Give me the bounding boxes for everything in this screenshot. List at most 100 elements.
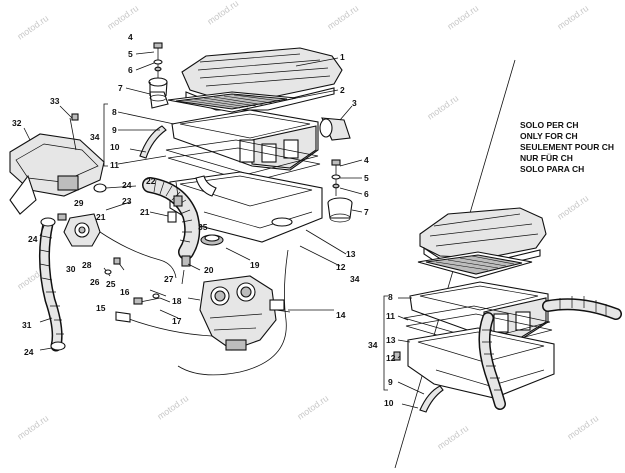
callout-label: 34 bbox=[90, 132, 100, 142]
callout-label: 17 bbox=[172, 316, 182, 326]
callout-label: 27 bbox=[164, 274, 174, 284]
watermark-text: motod.ru bbox=[435, 423, 470, 452]
callout-label: 5 bbox=[364, 173, 369, 183]
breather-tube bbox=[139, 125, 167, 159]
callout-label: 6 bbox=[128, 65, 133, 75]
note-line: SOLO PER CH bbox=[520, 120, 579, 130]
callout-label: 24 bbox=[24, 347, 34, 357]
bolt-top bbox=[153, 42, 163, 78]
callout-label: 18 bbox=[172, 296, 182, 306]
callout-label: 14 bbox=[336, 310, 346, 320]
callout-label: 15 bbox=[96, 303, 106, 313]
screw bbox=[129, 148, 147, 153]
callout-label: 25 bbox=[106, 279, 116, 289]
note-line: SEULEMENT POUR CH bbox=[520, 142, 614, 152]
ch-group-bracket bbox=[383, 295, 388, 391]
callout-label: 4 bbox=[364, 155, 369, 165]
callout-label: 20 bbox=[204, 265, 214, 275]
ch-air-filter bbox=[417, 251, 533, 279]
callout-label: 33 bbox=[50, 96, 60, 106]
air-filter bbox=[167, 91, 297, 113]
callout-label: 34 bbox=[350, 274, 360, 284]
callout-label: 34 bbox=[368, 340, 378, 350]
callout-label: 11 bbox=[386, 311, 395, 321]
callout-label: 26 bbox=[90, 277, 100, 287]
callout-label: 24 bbox=[28, 234, 38, 244]
watermark-text: motod.ru bbox=[205, 0, 240, 27]
callout-label: 12 bbox=[336, 262, 346, 272]
callout-label: 4 bbox=[128, 32, 133, 42]
callout-label: 30 bbox=[66, 264, 76, 274]
watermark-text: motod.ru bbox=[15, 13, 50, 42]
battery-bracket bbox=[9, 133, 105, 215]
callout-labels: 1 2 3 4 5 6 7 4 5 6 7 8 9 34 10 11 33 32… bbox=[12, 32, 396, 408]
bolt-set bbox=[133, 289, 167, 305]
callout-label: 24 bbox=[122, 180, 132, 190]
watermark-text: motod.ru bbox=[295, 393, 330, 422]
note-line: NUR FÜR CH bbox=[520, 153, 573, 163]
callout-label: 2 bbox=[340, 85, 345, 95]
callout-label: 7 bbox=[364, 207, 369, 217]
callout-label: 9 bbox=[112, 125, 117, 135]
callout-label: 32 bbox=[12, 118, 22, 128]
watermark-text: motod.ru bbox=[15, 413, 50, 442]
watermark-text: motod.ru bbox=[555, 3, 590, 32]
intake-sleeve-left bbox=[148, 77, 169, 109]
elbow-tube bbox=[195, 175, 217, 197]
nut bbox=[181, 255, 191, 267]
intake-horn bbox=[319, 117, 351, 141]
callout-label: 28 bbox=[82, 260, 92, 270]
callout-label: 9 bbox=[388, 377, 393, 387]
plug bbox=[167, 211, 177, 223]
callout-label: 19 bbox=[250, 260, 260, 270]
note-line: SOLO PARA CH bbox=[520, 164, 584, 174]
intake-sleeve-right bbox=[327, 159, 353, 223]
screw-33 bbox=[69, 117, 77, 151]
ch-leader-lines bbox=[397, 297, 425, 395]
watermark-text: motod.ru bbox=[155, 393, 190, 422]
callout-label: 11 bbox=[110, 160, 119, 170]
watermark-text: motod.ru bbox=[325, 3, 360, 32]
hose-clamp bbox=[40, 217, 56, 227]
callout-label: 13 bbox=[386, 335, 396, 345]
callout-label: 31 bbox=[22, 320, 32, 330]
watermark-text: motod.ru bbox=[555, 193, 590, 222]
callout-label: 10 bbox=[384, 398, 394, 408]
ch-upper-airbox bbox=[409, 281, 549, 341]
callout-label: 23 bbox=[122, 196, 132, 206]
fitting bbox=[173, 195, 183, 207]
callout-label: 35 bbox=[198, 222, 208, 232]
bolt-pair bbox=[103, 257, 125, 277]
group-bracket bbox=[103, 103, 108, 167]
ch-only-note: SOLO PER CH ONLY FOR CH SEULEMENT POUR C… bbox=[520, 120, 614, 174]
watermark-text: motod.ru bbox=[105, 3, 140, 32]
leader-lines bbox=[23, 51, 363, 351]
callout-label: 6 bbox=[364, 189, 369, 199]
callout-label: 16 bbox=[120, 287, 130, 297]
callout-label: 3 bbox=[352, 98, 357, 108]
callout-label: 12 bbox=[386, 353, 396, 363]
carburetor-assembly bbox=[187, 275, 291, 351]
gasket-upper bbox=[165, 139, 319, 175]
hose-clamp bbox=[50, 341, 66, 351]
callout-label: 7 bbox=[118, 83, 123, 93]
hose-clamp bbox=[93, 183, 107, 193]
vacuum-pump bbox=[57, 213, 101, 247]
callout-label: 8 bbox=[388, 292, 393, 302]
callout-label: 1 bbox=[340, 52, 345, 62]
callout-label: 13 bbox=[346, 249, 356, 259]
watermark-text: motod.ru bbox=[565, 413, 600, 442]
callout-label: 22 bbox=[146, 176, 156, 186]
callout-label: 29 bbox=[74, 198, 84, 208]
callout-label: 5 bbox=[128, 49, 133, 59]
callout-label: 21 bbox=[140, 207, 150, 217]
callout-label: 10 bbox=[110, 142, 120, 152]
callout-label: 8 bbox=[112, 107, 117, 117]
upper-airbox bbox=[171, 109, 319, 171]
watermark-text: motod.ru bbox=[445, 3, 480, 32]
vent-hose bbox=[177, 249, 289, 376]
callout-label: 21 bbox=[96, 212, 106, 222]
drain-tube bbox=[125, 317, 213, 337]
